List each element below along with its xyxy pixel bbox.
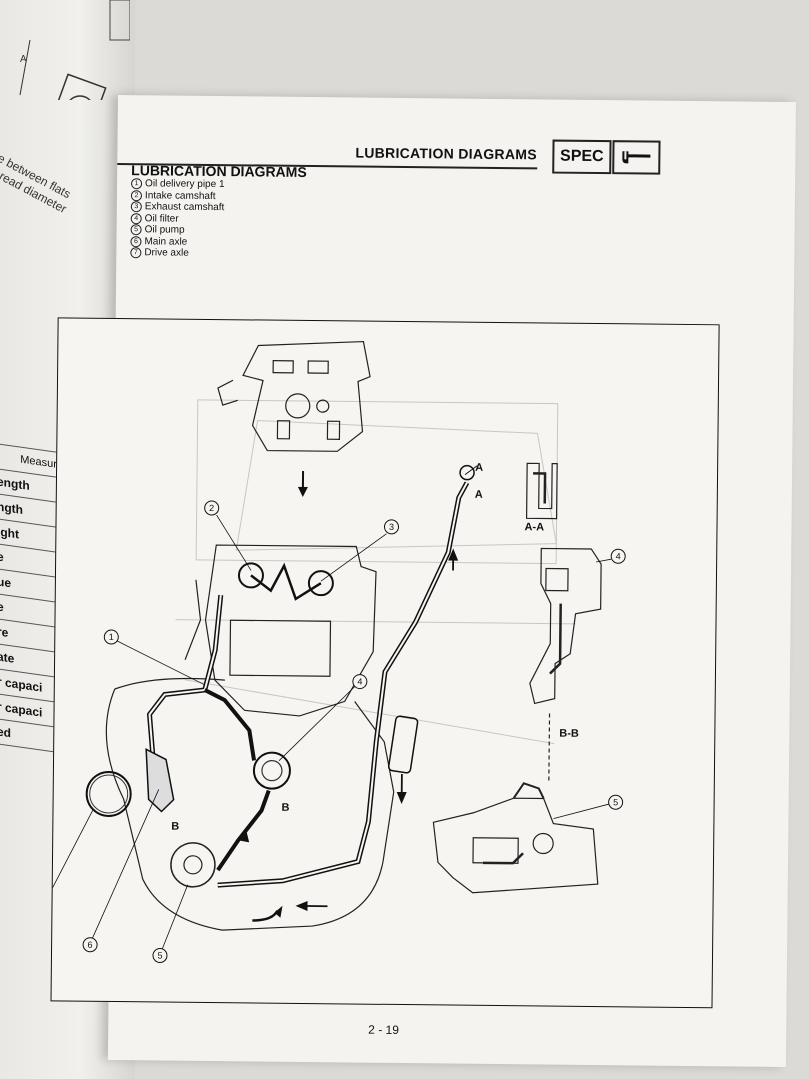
section-label-bb: B-B <box>559 728 579 740</box>
icon-box <box>612 140 661 175</box>
legend-number: 2 <box>130 189 143 201</box>
header-section-title: LUBRICATION DIAGRAMS <box>355 144 538 163</box>
legend-number: 1 <box>131 178 143 190</box>
legend-number: 4 <box>130 212 142 224</box>
legend-label: Oil delivery pipe 1 <box>145 178 225 191</box>
callout-4-section: 4 <box>616 551 621 561</box>
legend-label: Oil filter <box>144 212 179 225</box>
external-oil-pipe <box>217 481 470 888</box>
page-title: LUBRICATION DIAGRAMS <box>131 162 307 180</box>
legend-label: Intake camshaft <box>144 189 216 202</box>
lubrication-diagram: A A B B A-A B-B <box>50 317 720 1009</box>
legend-number: 7 <box>130 247 142 259</box>
legend-number: 6 <box>130 235 142 247</box>
callout-1: 1 <box>109 632 114 642</box>
drive-axle-mark <box>85 770 132 817</box>
legend-label: Oil pump <box>144 224 185 236</box>
callout-6: 6 <box>88 940 93 950</box>
wrench-icon <box>622 151 651 164</box>
oil-filter-mark <box>252 751 291 790</box>
manual-page: LUBRICATION DIAGRAMS SPEC LUBRICATION DI… <box>50 95 796 1068</box>
spec-badge: SPEC <box>552 139 612 175</box>
callout-3: 3 <box>389 522 394 532</box>
callout-5-detail: 5 <box>613 797 618 807</box>
callouts: 1 2 3 4 4 5 5 6 7 <box>82 500 626 963</box>
callout-2: 2 <box>209 503 214 513</box>
engine-side-view <box>105 544 395 931</box>
left-page-text: e between flats thread diameter <box>0 150 76 217</box>
intake-camshaft-mark <box>237 562 264 589</box>
page-number: 2 - 19 <box>368 1022 399 1037</box>
legend-number: 3 <box>130 201 142 213</box>
cut-label-b: B <box>281 802 289 814</box>
oil-delivery-pipe <box>146 594 224 770</box>
legend-label: Main axle <box>144 235 188 248</box>
exhaust-camshaft-mark <box>307 570 334 597</box>
legend-label: Drive axle <box>144 247 189 259</box>
section-label-aa: A-A <box>524 521 544 533</box>
cut-label-b: B <box>171 821 179 833</box>
section-b-b <box>529 547 602 784</box>
cut-label-a: A <box>475 489 483 501</box>
oil-pump-mark <box>170 842 216 888</box>
cylinder-head-top-view <box>217 340 371 452</box>
left-page-drawing: A <box>19 0 130 100</box>
callout-4: 4 <box>357 677 362 687</box>
oil-pump-detail <box>432 782 599 894</box>
flow-arrow-down <box>297 470 308 497</box>
callout-5: 5 <box>157 950 162 960</box>
cam-oil-path <box>250 562 322 601</box>
legend-label: Exhaust camshaft <box>144 201 225 214</box>
legend-number: 5 <box>130 224 142 236</box>
diagram-drawing: A A B B A-A B-B <box>51 340 626 963</box>
section-a-a <box>525 462 558 520</box>
cut-label-a: A <box>475 462 483 474</box>
flow-arrows <box>238 548 459 922</box>
svg-text:A: A <box>20 54 27 65</box>
